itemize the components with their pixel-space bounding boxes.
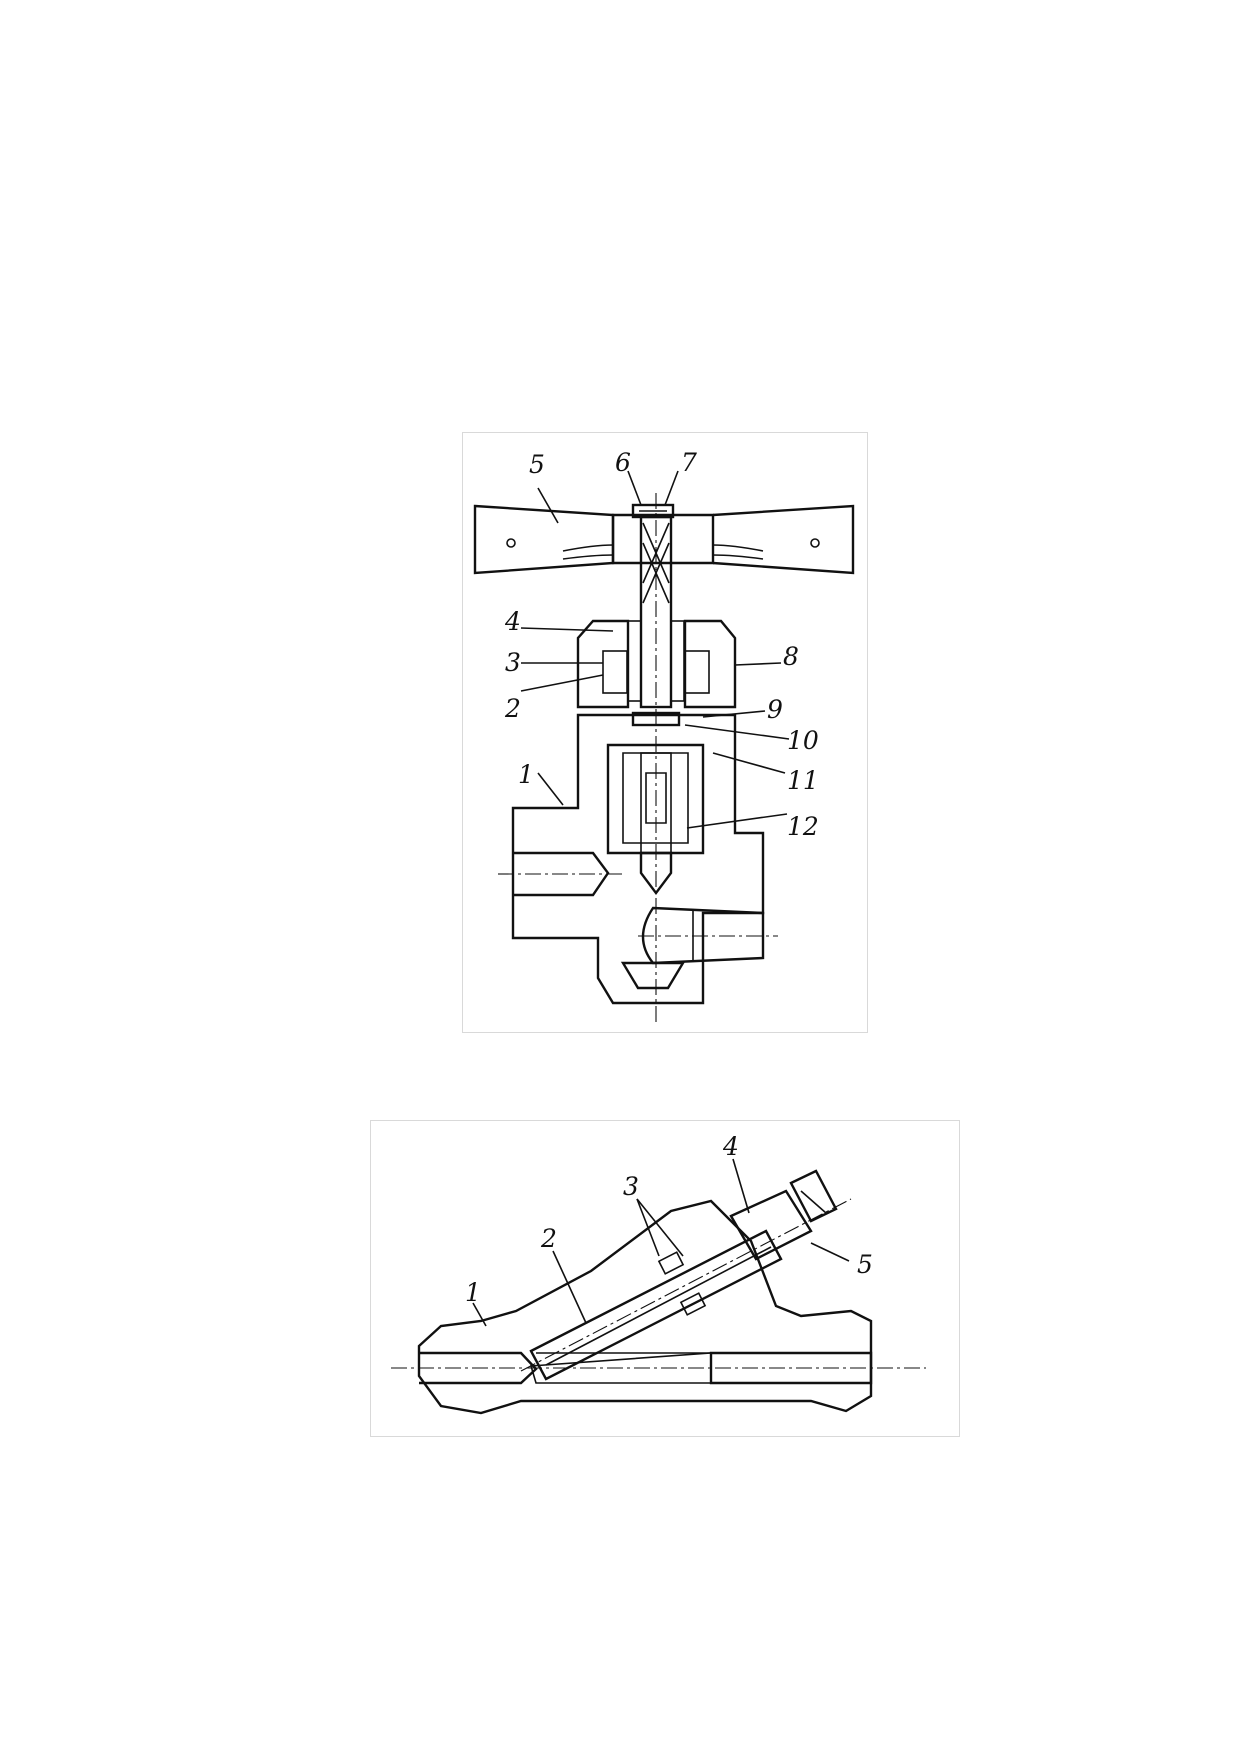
callout-4: 4 xyxy=(504,607,521,636)
stem xyxy=(529,1169,838,1381)
callout-8: 8 xyxy=(783,642,799,671)
callout-11: 11 xyxy=(787,766,819,795)
callout-5: 5 xyxy=(529,450,545,479)
callout-12: 12 xyxy=(787,812,819,841)
axis-inclined xyxy=(520,1198,852,1372)
callout-9: 9 xyxy=(767,695,783,724)
valve-drawing-inclined: 1 2 3 4 5 xyxy=(370,1120,960,1437)
leader-lines xyxy=(520,470,790,829)
callout-3: 3 xyxy=(505,648,521,677)
callout-7: 7 xyxy=(681,448,697,477)
callout-6: 6 xyxy=(615,448,631,477)
handle-part xyxy=(473,503,855,575)
valve-drawing-angle: 1 2 3 4 5 6 7 8 9 10 11 12 xyxy=(462,432,868,1033)
callout-1: 1 xyxy=(518,760,534,789)
callout-10: 10 xyxy=(787,726,819,755)
callout-3: 3 xyxy=(623,1172,639,1201)
callout-4: 4 xyxy=(722,1132,739,1161)
callout-2: 2 xyxy=(504,694,521,723)
callout-5: 5 xyxy=(857,1250,873,1279)
callout-1: 1 xyxy=(465,1278,481,1307)
gland-nut xyxy=(576,619,737,709)
valve-body xyxy=(511,713,765,1005)
leader-lines xyxy=(472,1158,850,1327)
callout-2: 2 xyxy=(540,1224,557,1253)
valve-body xyxy=(417,1199,873,1415)
